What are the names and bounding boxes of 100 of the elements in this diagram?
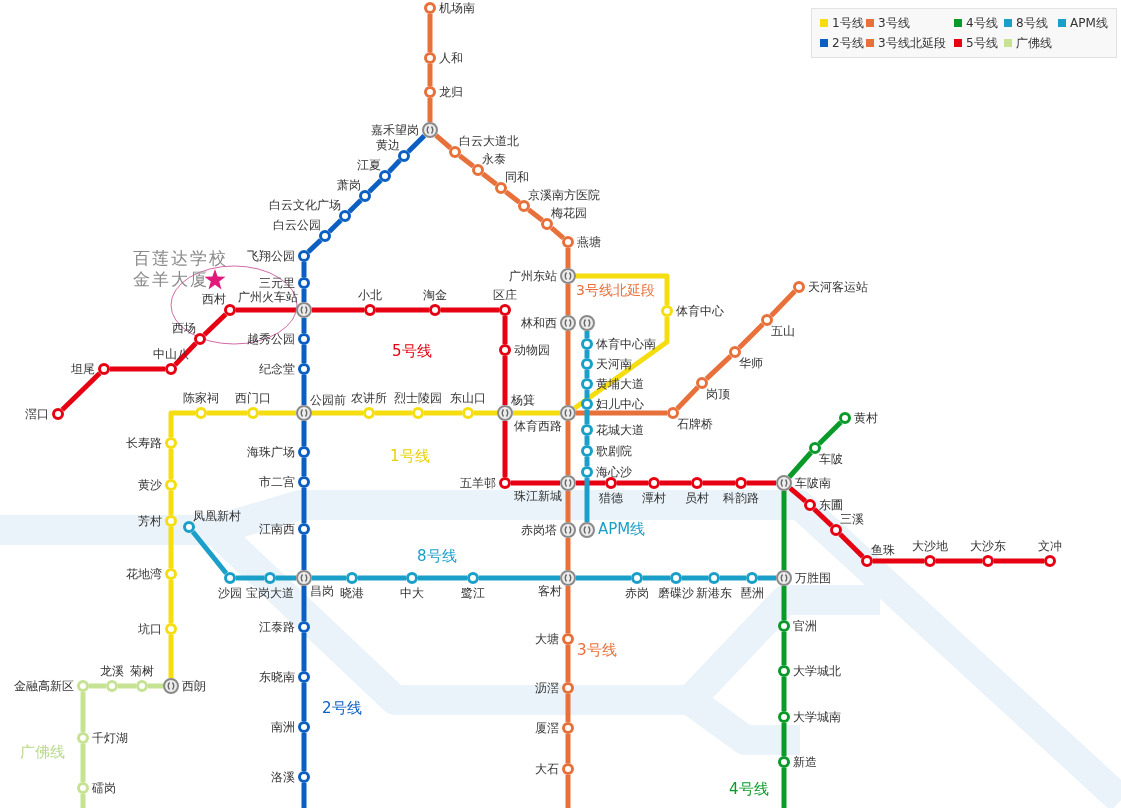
- station-name: 赤岗塔: [521, 524, 557, 536]
- station-name: 中大: [400, 587, 424, 599]
- metro-line-segment: [781, 632, 787, 665]
- metro-line-segment: [704, 354, 733, 381]
- metro-line-segment: [168, 491, 174, 515]
- interchange-marker: [296, 302, 312, 318]
- station-name: 区庄: [493, 289, 517, 301]
- station-name: 市二宫: [259, 476, 295, 488]
- station-marker: [924, 555, 936, 567]
- station-name: 猎德: [599, 492, 623, 504]
- metro-line-segment: [584, 350, 590, 358]
- metro-line-segment: [573, 317, 670, 411]
- metro-line-segment: [358, 575, 406, 581]
- station-name: 大沙东: [970, 540, 1006, 552]
- station-name: 鹭江: [461, 587, 485, 599]
- station-name: 白云文化广场: [269, 199, 341, 211]
- metro-line-segment: [838, 532, 865, 559]
- station-name: 宝岗大道: [246, 587, 294, 599]
- station-marker: [298, 250, 310, 262]
- station-marker: [729, 346, 741, 358]
- station-marker: [462, 407, 474, 419]
- metro-line-segment: [236, 575, 264, 581]
- station-marker: [424, 52, 436, 64]
- station-marker: [581, 466, 593, 478]
- station-marker: [667, 407, 679, 419]
- station-name: 白云大道北: [459, 135, 519, 147]
- metro-line-segment: [817, 420, 843, 446]
- metro-line-segment: [301, 783, 307, 808]
- legend-label: APM线: [1070, 16, 1108, 30]
- station-name: 潭村: [642, 492, 666, 504]
- station-name: 坦尾: [71, 363, 95, 375]
- metro-line-segment: [513, 410, 560, 416]
- station-name: 黄沙: [138, 479, 162, 491]
- station-marker: [194, 333, 206, 345]
- station-marker: [581, 398, 593, 410]
- station-marker: [982, 555, 994, 567]
- station-name: 广州火车站: [238, 291, 298, 303]
- station-marker: [298, 476, 310, 488]
- metro-line-segment: [190, 530, 229, 575]
- station-marker: [691, 477, 703, 489]
- metro-line-segment: [301, 586, 307, 621]
- legend-label: 3号线北延段: [878, 36, 946, 50]
- station-marker: [424, 86, 436, 98]
- metro-line-segment: [427, 64, 433, 86]
- station-marker: [298, 333, 310, 345]
- line-name-label: APM线: [598, 522, 646, 537]
- station-name: 赤岗: [625, 587, 649, 599]
- metro-line-segment: [660, 480, 691, 486]
- metro-line-segment: [441, 307, 499, 313]
- station-marker: [708, 572, 720, 584]
- metro-line-segment: [168, 410, 195, 437]
- station-name: 淘金: [423, 289, 447, 301]
- metro-line-segment: [376, 307, 429, 313]
- station-name: 礌岗: [92, 782, 116, 794]
- station-name: 官洲: [793, 620, 817, 632]
- metro-line-segment: [781, 491, 787, 570]
- metro-line-segment: [502, 356, 508, 405]
- station-name: 洛溪: [271, 771, 295, 783]
- station-name: 鱼珠: [871, 544, 895, 556]
- station-marker: [247, 407, 259, 419]
- station-marker: [165, 623, 177, 635]
- metro-line-segment: [576, 575, 631, 581]
- metro-line-segment: [168, 635, 174, 678]
- station-marker: [298, 277, 310, 289]
- place-label: 金羊大厦: [133, 271, 209, 288]
- station-name: 凤凰新村: [193, 510, 241, 522]
- station-marker: [735, 477, 747, 489]
- station-name: 动物园: [514, 344, 550, 356]
- metro-line-segment: [994, 558, 1044, 564]
- station-marker: [562, 633, 574, 645]
- station-name: 文冲: [1038, 540, 1062, 552]
- station-marker: [298, 363, 310, 375]
- metro-line-segment: [168, 449, 174, 479]
- station-name: 杨箕: [511, 394, 535, 406]
- station-name: 京溪南方医院: [528, 189, 600, 201]
- station-name: 中山八: [153, 348, 189, 360]
- station-name: 坑口: [138, 623, 162, 635]
- metro-line-segment: [312, 575, 346, 581]
- metro-line-segment: [565, 775, 571, 808]
- line-name-label: 4号线: [729, 782, 769, 797]
- interchange-marker: [296, 570, 312, 586]
- line-name-label: 1号线: [390, 449, 430, 464]
- metro-line-segment: [565, 586, 571, 633]
- metro-line-segment: [427, 14, 433, 52]
- station-name: 农讲所: [351, 392, 387, 404]
- station-marker: [581, 338, 593, 350]
- station-name: 新港东: [696, 587, 732, 599]
- station-name: 千灯湖: [92, 732, 128, 744]
- station-marker: [165, 437, 177, 449]
- metro-line-segment: [312, 307, 364, 313]
- station-marker: [77, 782, 89, 794]
- metro-line-segment: [617, 480, 648, 486]
- station-name: 天河客运站: [808, 281, 868, 293]
- metro-line-segment: [682, 575, 708, 581]
- station-marker: [406, 572, 418, 584]
- station-marker: [424, 2, 436, 14]
- station-name: 金融高新区: [14, 680, 74, 692]
- metro-line-segment: [584, 478, 590, 522]
- station-name: 车陂: [819, 453, 843, 465]
- station-name: 龙溪: [100, 665, 124, 677]
